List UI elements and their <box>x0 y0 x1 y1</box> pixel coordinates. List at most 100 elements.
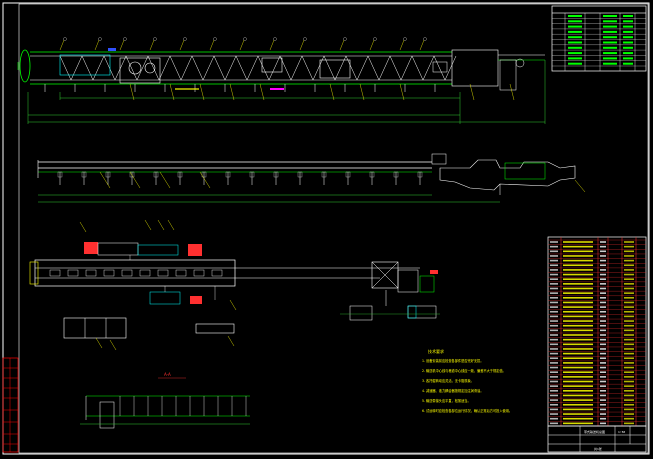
bom-cell-mark <box>624 324 634 327</box>
balloon <box>373 37 377 41</box>
bom-cell-mark <box>624 269 634 271</box>
bom-cell-mark <box>550 245 558 248</box>
table-cell-mark <box>603 46 617 49</box>
truss-member <box>290 55 303 81</box>
table-cell-mark <box>568 36 582 39</box>
balloon <box>213 37 217 41</box>
table-cell-mark <box>623 30 633 33</box>
bom-cell-mark <box>563 250 593 253</box>
balloon <box>273 37 277 41</box>
leader-line <box>179 39 185 51</box>
table-cell-mark <box>603 62 617 65</box>
bom-cell-mark <box>550 352 558 355</box>
bom-cell-mark <box>550 422 558 425</box>
bom-cell-mark <box>563 315 593 318</box>
roller <box>193 269 205 277</box>
leader-line <box>129 83 135 101</box>
roller <box>139 269 151 277</box>
leader-line <box>369 39 375 51</box>
truss-member <box>367 55 380 81</box>
bom-cell-mark <box>550 390 558 392</box>
plan-bracket <box>81 171 87 178</box>
roller <box>211 269 223 277</box>
leader-line <box>419 39 425 51</box>
truss-member <box>147 55 160 81</box>
bom-cell-mark <box>550 343 558 346</box>
bom-cell-mark <box>600 403 606 406</box>
truss-member <box>356 55 369 81</box>
bom-cell-mark <box>624 245 634 248</box>
table-cell-mark <box>568 62 582 65</box>
bom-cell-mark <box>624 422 634 425</box>
note-line: 5. 输送带接头应平直，松紧适当。 <box>422 398 471 403</box>
bom-cell-mark <box>600 283 606 285</box>
bom-cell-mark <box>563 390 593 392</box>
conveyor-elevation-view <box>17 37 546 124</box>
bom-cell-mark <box>624 413 634 415</box>
bom-cell-mark <box>600 255 606 257</box>
bom-cell-mark <box>624 334 634 336</box>
bom-cell-mark <box>550 357 558 360</box>
bom-cell-mark <box>563 403 593 406</box>
bom-cell-mark <box>563 273 593 276</box>
bom-cell-mark <box>550 399 558 401</box>
bom-cell-mark <box>563 343 593 346</box>
roller <box>67 269 79 277</box>
truss-member <box>202 55 215 81</box>
bom-cell-mark <box>550 413 558 415</box>
bom-cell-mark <box>563 362 593 364</box>
bom-cell-mark <box>550 264 558 267</box>
leader-line <box>157 219 165 231</box>
bom-cell-mark <box>550 301 558 304</box>
bom-cell-mark <box>600 287 606 290</box>
truss-member <box>191 55 204 81</box>
bom-cell-mark <box>624 352 634 355</box>
tail-unit-view <box>340 261 440 321</box>
bom-cell-mark <box>600 348 606 350</box>
table-cell-mark <box>603 57 617 60</box>
table-cell-mark <box>568 41 582 44</box>
table-cell-mark <box>568 20 582 23</box>
leader-line <box>209 39 215 51</box>
bom-cell-mark <box>563 259 593 262</box>
leader-line <box>167 219 175 231</box>
truss-member <box>103 55 116 81</box>
bom-cell-mark <box>550 269 558 271</box>
bom-cell-mark <box>624 362 634 364</box>
table-cell-mark <box>568 46 582 49</box>
bom-cell-mark <box>563 334 593 336</box>
leader-line <box>229 299 237 311</box>
balloon <box>243 37 247 41</box>
bom-cell-mark <box>624 385 634 387</box>
bom-cell-mark <box>563 283 593 285</box>
bom-cell-mark <box>600 250 606 253</box>
bom-cell-mark <box>624 408 634 411</box>
roller <box>121 269 133 277</box>
truss-member <box>312 55 325 81</box>
leader-line <box>144 219 152 231</box>
bom-cell-mark <box>563 385 593 387</box>
bom-cell-mark <box>624 403 634 406</box>
truss-member <box>279 55 292 81</box>
bom-cell-mark <box>563 324 593 327</box>
bom-cell-mark <box>550 362 558 364</box>
bom-cell-mark <box>563 241 593 243</box>
table-cell-mark <box>603 25 617 28</box>
bom-cell-mark <box>550 417 558 420</box>
title-block-project: 带式输送机总图 <box>584 429 605 434</box>
bom-cell-mark <box>550 408 558 411</box>
bom-cell-mark <box>563 297 593 299</box>
truss-member <box>345 55 358 81</box>
truss-member <box>136 55 149 81</box>
plan-bracket <box>153 171 159 178</box>
bom-cell-mark <box>624 259 634 262</box>
table-cell-mark <box>623 62 633 65</box>
bom-cell-mark <box>600 310 606 313</box>
leader-line <box>169 83 175 101</box>
bom-cell-mark <box>624 338 634 341</box>
balloon <box>403 37 407 41</box>
bom-cell-mark <box>600 278 606 280</box>
bom-cell-mark <box>600 264 606 267</box>
table-cell-mark <box>568 30 582 33</box>
table-cell-mark <box>603 52 617 55</box>
